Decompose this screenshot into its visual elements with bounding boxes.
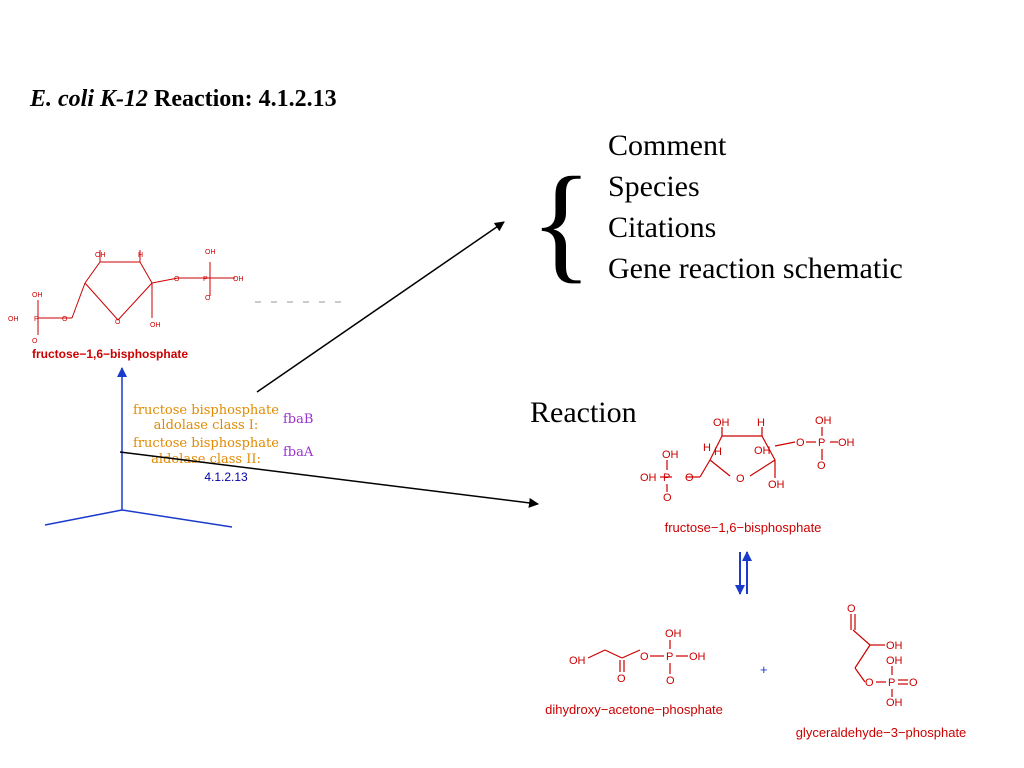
thumb-left-axis [44, 509, 123, 526]
svg-text:OH: OH [662, 449, 679, 461]
svg-text:P: P [818, 437, 825, 449]
svg-text:OH: OH [150, 322, 161, 329]
product1-atoms: OH O P OH OH O O [569, 628, 706, 687]
svg-text:OH: OH [886, 697, 903, 709]
curly-brace: { [530, 151, 593, 295]
svg-text:O: O [909, 677, 918, 689]
product2-name: glyceraldehyde−3−phosphate [796, 725, 967, 740]
svg-text:OH: OH [233, 276, 244, 283]
enzyme1-line2: aldolase class I: [154, 418, 259, 433]
product2-structure [850, 614, 908, 697]
svg-text:O: O [174, 276, 180, 283]
svg-text:OH: OH [754, 445, 771, 457]
svg-text:OH: OH [886, 655, 903, 667]
svg-text:P: P [663, 472, 670, 484]
svg-text:O: O [617, 673, 626, 685]
product1-structure [587, 640, 688, 674]
svg-text:O: O [847, 603, 856, 615]
page-title: E. coli K-12 Reaction: 4.1.2.13 [30, 86, 337, 113]
svg-text:P: P [203, 276, 208, 283]
substrate-atoms: OH H H H OH O OH OH OH P O O O P OH OH O [640, 415, 855, 504]
svg-text:O: O [62, 316, 68, 323]
svg-text:OH: OH [569, 655, 586, 667]
svg-text:P: P [888, 677, 895, 689]
gene-fbaA[interactable]: fbaA [283, 445, 314, 460]
svg-text:O: O [796, 437, 805, 449]
organism-name: E. coli K-12 [30, 86, 148, 112]
svg-text:O: O [736, 473, 745, 485]
svg-text:OH: OH [665, 628, 682, 640]
menu-species[interactable]: Species [608, 170, 700, 203]
thumb-right-axis [121, 509, 233, 528]
ec-number: 4.1.2.13 [204, 470, 248, 484]
reaction-id: Reaction: 4.1.2.13 [154, 86, 337, 112]
thumb-atoms: OH H OH O OH O OH O OH O OH O P P [8, 249, 244, 345]
svg-text:P: P [34, 316, 39, 323]
product1-name: dihydroxy−acetone−phosphate [545, 702, 723, 717]
svg-text:O: O [663, 492, 672, 504]
svg-text:O: O [640, 651, 649, 663]
svg-text:H: H [703, 442, 711, 454]
menu-comment[interactable]: Comment [608, 129, 727, 162]
menu-gene-reaction-schematic[interactable]: Gene reaction schematic [608, 252, 903, 285]
pointer-arrow-to-reaction [119, 451, 539, 508]
substrate-structure [660, 427, 838, 492]
enzyme2-line1: fructose bisphosphate [133, 436, 279, 451]
thumb-compound-label: fructose−1,6−bisphosphate [32, 347, 188, 361]
enzyme1-line1: fructose bisphosphate [133, 403, 279, 418]
svg-text:O: O [32, 338, 38, 345]
svg-text:O: O [666, 675, 675, 687]
svg-text:H: H [714, 446, 722, 458]
svg-text:OH: OH [95, 252, 106, 259]
plus-sign: + [760, 662, 768, 677]
svg-text:H: H [138, 252, 143, 259]
svg-text:P: P [666, 651, 673, 663]
enzyme2-line2: aldolase class II: [151, 452, 261, 467]
svg-text:O: O [205, 295, 211, 302]
thumb-structure [37, 250, 235, 335]
reaction-label[interactable]: Reaction [530, 396, 637, 429]
substrate-name: fructose−1,6−bisphosphate [665, 520, 822, 535]
svg-text:OH: OH [32, 292, 43, 299]
svg-text:OH: OH [838, 437, 855, 449]
svg-text:OH: OH [205, 249, 216, 256]
schematic-thumbnail[interactable]: OH H OH O OH O OH O OH O OH O P P fructose−1,6−… [8, 249, 350, 528]
svg-text:OH: OH [713, 417, 730, 429]
svg-text:O: O [865, 677, 874, 689]
svg-text:OH: OH [768, 479, 785, 491]
svg-text:OH: OH [8, 316, 19, 323]
svg-text:O: O [817, 460, 826, 472]
svg-text:OH: OH [815, 415, 832, 427]
menu-citations[interactable]: Citations [608, 211, 717, 244]
product2-atoms: O OH OH O P O OH [847, 603, 918, 709]
svg-text:O: O [685, 472, 694, 484]
pointer-arrow-to-menu [256, 221, 505, 393]
svg-text:OH: OH [640, 472, 657, 484]
svg-text:O: O [115, 319, 121, 326]
gene-fbaB[interactable]: fbaB [283, 412, 313, 427]
reaction-diagram: OH H H H OH O OH OH OH P O O O P OH OH O… [545, 415, 966, 740]
svg-text:OH: OH [689, 651, 706, 663]
svg-text:OH: OH [886, 640, 903, 652]
svg-text:H: H [757, 417, 765, 429]
